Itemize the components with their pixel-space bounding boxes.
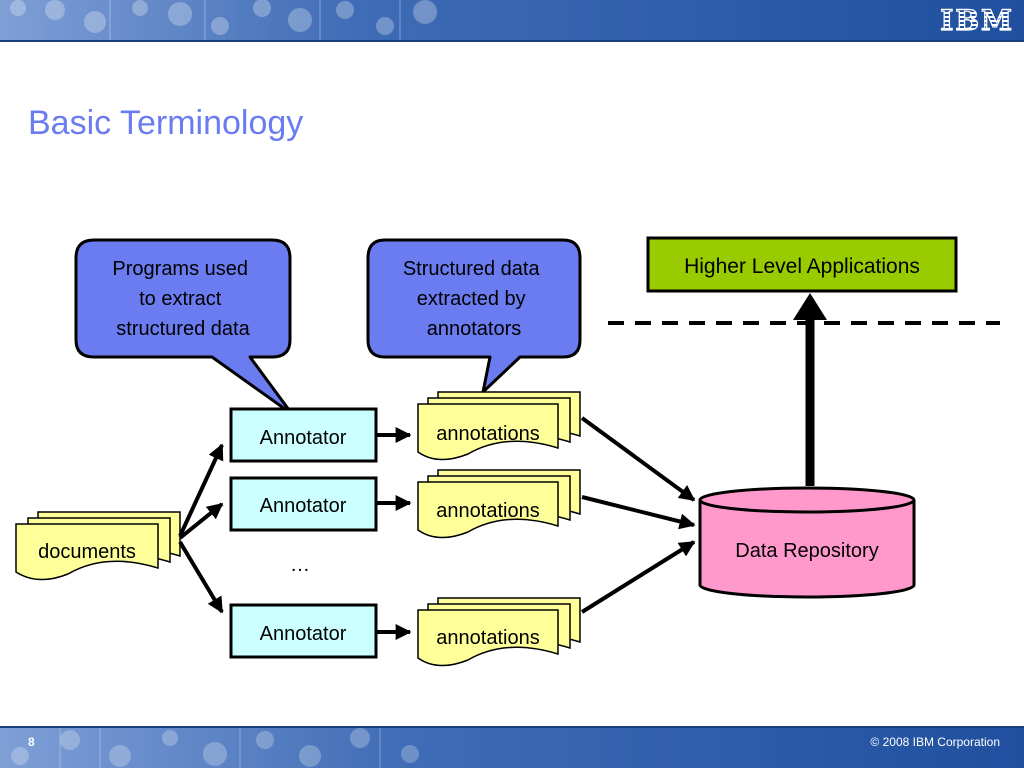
higher-level-label: Higher Level Applications: [684, 255, 920, 278]
footer-pattern: [0, 726, 1024, 768]
data-repository-cylinder: Data Repository: [698, 486, 916, 599]
documents-stack: documents: [15, 511, 181, 581]
annotator-box: Annotator: [229, 603, 378, 659]
svg-text:Structured data extracte: Structured data extracted by annotators: [403, 258, 545, 340]
annotator-label: Annotator: [260, 495, 347, 517]
repository-to-apps-arrow: [793, 293, 827, 486]
header-pattern: [0, 0, 1024, 42]
annotations-label: annotations: [436, 500, 539, 522]
annotator-label: Annotator: [260, 623, 347, 645]
header-bar: IBM: [0, 0, 1024, 42]
annotations-label: annotations: [436, 423, 539, 445]
callout-structured-line: annotators: [427, 318, 522, 340]
callout-structured-data: Structured data extracted by annotators: [366, 238, 582, 394]
callout-structured-line: Structured data: [403, 258, 541, 280]
callout-programs: Programs used to extract structured data: [74, 238, 294, 416]
annotations-stack: annotations: [417, 469, 581, 539]
higher-level-applications-box: Higher Level Applications: [646, 236, 958, 293]
annotations-to-repository-arrows: [580, 416, 696, 614]
callout-programs-line: to extract: [139, 288, 222, 310]
repository-label: Data Repository: [735, 540, 878, 562]
ellipsis: …: [290, 554, 310, 576]
copyright-text: © 2008 IBM Corporation: [870, 735, 1000, 749]
callout-programs-line: structured data: [116, 318, 250, 340]
annotator-to-annotations-arrows: [376, 427, 412, 640]
documents-to-annotators-arrows: [178, 443, 224, 614]
documents-label: documents: [38, 541, 136, 563]
annotations-stack: annotations: [417, 597, 581, 667]
annotator-box: Annotator: [229, 476, 378, 532]
footer-bar: [0, 726, 1024, 768]
svg-text:Programs used to extract: Programs used to extract structured data: [112, 258, 253, 340]
annotations-stack: annotations: [417, 391, 581, 461]
callout-programs-line: Programs used: [112, 258, 248, 280]
annotator-label: Annotator: [260, 427, 347, 449]
annotator-box: Annotator: [229, 407, 378, 463]
ibm-logo: IBM: [940, 3, 1014, 37]
callout-structured-line: extracted by: [417, 288, 526, 310]
page-number: 8: [28, 735, 35, 749]
page-title: Basic Terminology: [28, 104, 304, 142]
annotations-label: annotations: [436, 627, 539, 649]
